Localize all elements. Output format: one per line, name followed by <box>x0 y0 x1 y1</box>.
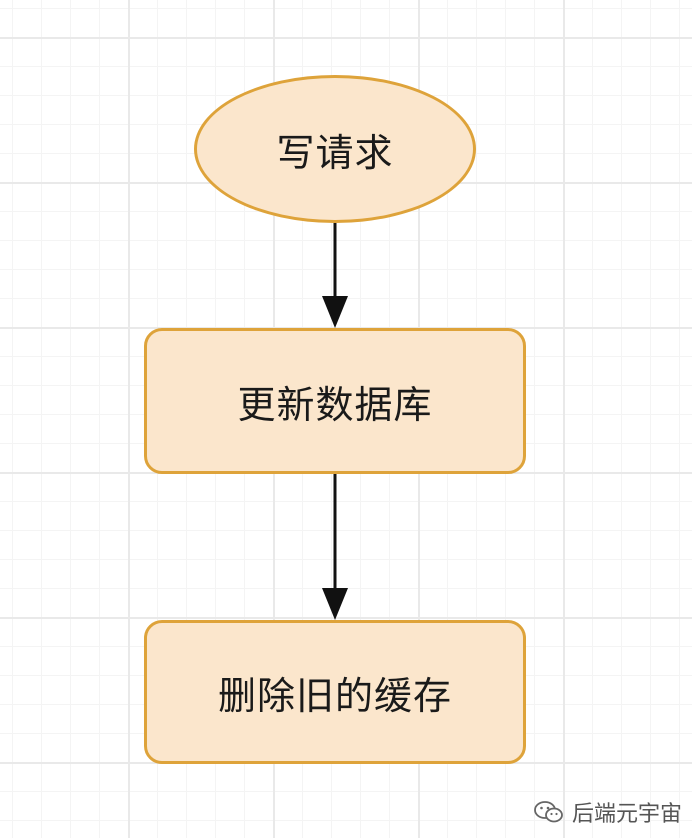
node-label: 更新数据库 <box>237 382 433 427</box>
node-write-request: 写请求 <box>194 75 476 223</box>
watermark-text: 后端元宇宙 <box>571 802 682 827</box>
arrowhead-icon <box>322 296 348 328</box>
watermark: 后端元宇宙 <box>534 796 682 828</box>
node-label: 删除旧的缓存 <box>217 673 452 718</box>
node-update-db: 更新数据库 <box>144 328 526 474</box>
edge-update-db-to-delete-cache <box>322 474 348 620</box>
edge-write-request-to-update-db <box>322 223 348 328</box>
node-label: 写请求 <box>276 130 394 175</box>
node-delete-cache: 删除旧的缓存 <box>144 620 526 764</box>
wechat-icon <box>534 801 563 823</box>
arrowhead-icon <box>322 588 348 620</box>
